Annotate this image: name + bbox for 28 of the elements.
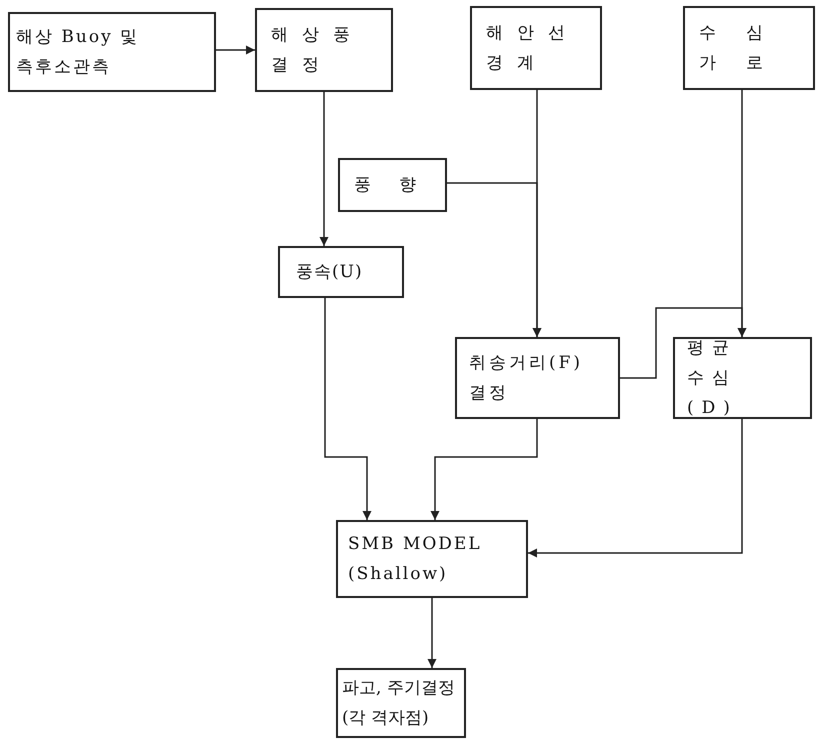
- process-box: [470, 6, 602, 90]
- arrow: [320, 92, 328, 246]
- process-box: [278, 246, 404, 298]
- process-box: [255, 8, 393, 92]
- arrow: [430, 419, 538, 520]
- box-label: 풍향: [354, 174, 444, 197]
- model-box: [336, 520, 528, 598]
- box-label: 파고, 주기결정 (각 격자점): [342, 677, 456, 730]
- box-label: SMB MODEL (Shallow): [348, 533, 483, 586]
- arrow: [324, 298, 372, 520]
- arrow: [447, 182, 542, 337]
- arrow: [428, 598, 436, 668]
- observation-box: [8, 12, 216, 92]
- process-box: [673, 337, 812, 419]
- box-label: 취송거리(F) 결정: [469, 352, 584, 405]
- box-label: 풍속(U): [296, 261, 363, 284]
- process-box: [338, 158, 447, 212]
- result-box: [336, 668, 466, 738]
- arrow: [216, 46, 255, 54]
- box-label: 해상풍 결정: [271, 24, 365, 77]
- box-label: 평균 수심(D): [687, 337, 739, 420]
- box-label: 해상 Buoy 및 측후소관측: [16, 26, 140, 79]
- box-label: 수심 가로: [699, 22, 794, 75]
- arrow: [528, 419, 743, 558]
- box-label: 해안선 경계: [486, 22, 580, 75]
- process-box: [683, 6, 815, 90]
- process-box: [455, 337, 620, 419]
- arrow: [620, 307, 746, 379]
